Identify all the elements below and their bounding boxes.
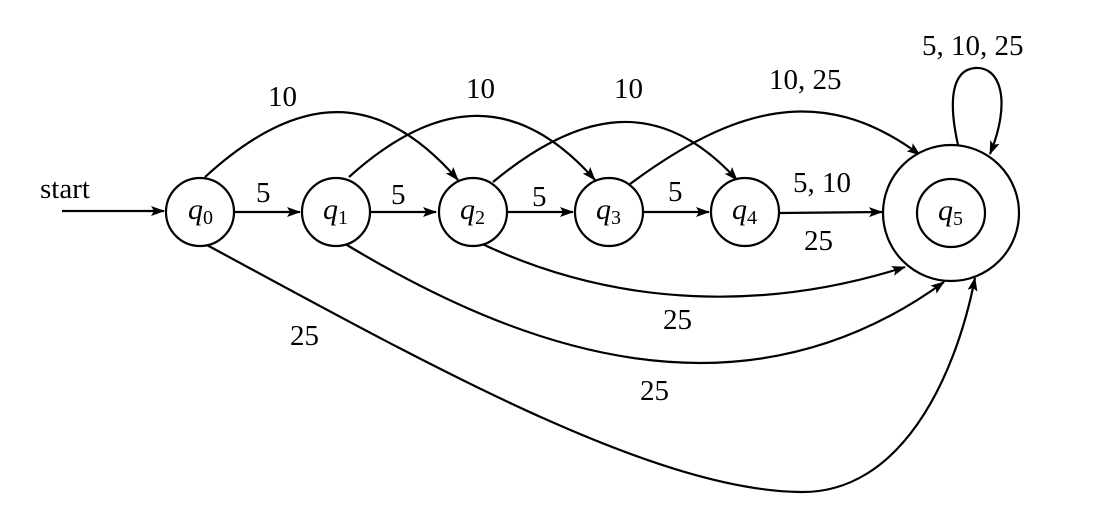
start-arrow: start xyxy=(40,173,165,216)
transition-q0-q1: 5 xyxy=(235,177,301,217)
transition-label: 10 xyxy=(466,73,495,105)
transition-q0-q2: 10 xyxy=(204,81,459,181)
state-label: q1 xyxy=(323,193,348,229)
transition-label: 5 xyxy=(532,181,547,213)
transition-label: 5, 10, 25 xyxy=(922,30,1024,62)
transition-label: 10 xyxy=(614,73,643,105)
state-q1: q1 xyxy=(300,176,372,248)
state-q2: q2 xyxy=(437,176,509,248)
transition-q3-q4: 5 xyxy=(644,176,710,217)
state-q4: q4 xyxy=(709,176,781,248)
transition-q1-q3: 10 xyxy=(348,73,596,181)
state-label: q4 xyxy=(732,193,757,229)
transition-q5-self-loop: 5, 10, 25 xyxy=(922,30,1024,155)
transition-q2-q3: 5 xyxy=(508,181,574,217)
accepting-inner-ring xyxy=(915,177,987,249)
transition-q0-q5: 25 xyxy=(204,243,978,494)
transition-label: 25 xyxy=(804,225,833,257)
transition-label: 10 xyxy=(268,81,297,113)
start-label: start xyxy=(40,173,90,205)
state-q5-accepting: q5 xyxy=(881,143,1021,283)
state-label: q2 xyxy=(460,193,485,229)
transition-label: 5 xyxy=(668,176,683,208)
transition-label: 25 xyxy=(290,320,319,352)
transition-q4-q5-25-label: 25 xyxy=(804,225,833,257)
transition-label: 25 xyxy=(663,304,692,336)
transition-label: 5 xyxy=(256,177,271,209)
transition-label: 5 xyxy=(391,179,406,211)
state-q3: q3 xyxy=(573,176,645,248)
state-label: q0 xyxy=(188,193,213,229)
state-q0: q0 xyxy=(164,176,236,248)
transition-q1-q2: 5 xyxy=(371,179,437,217)
transition-label: 5, 10 xyxy=(793,167,851,199)
transition-q1-q5: 25 xyxy=(341,241,945,407)
transition-q2-q5: 25 xyxy=(477,241,906,336)
transition-q4-q5: 5, 10 xyxy=(779,167,883,218)
transition-label: 10, 25 xyxy=(769,64,842,96)
state-label: q3 xyxy=(596,193,621,229)
transition-q2-q4: 10 xyxy=(492,73,738,183)
state-label: q5 xyxy=(938,194,963,230)
transition-q3-q5: 10, 25 xyxy=(629,64,921,185)
transition-label: 25 xyxy=(640,375,669,407)
